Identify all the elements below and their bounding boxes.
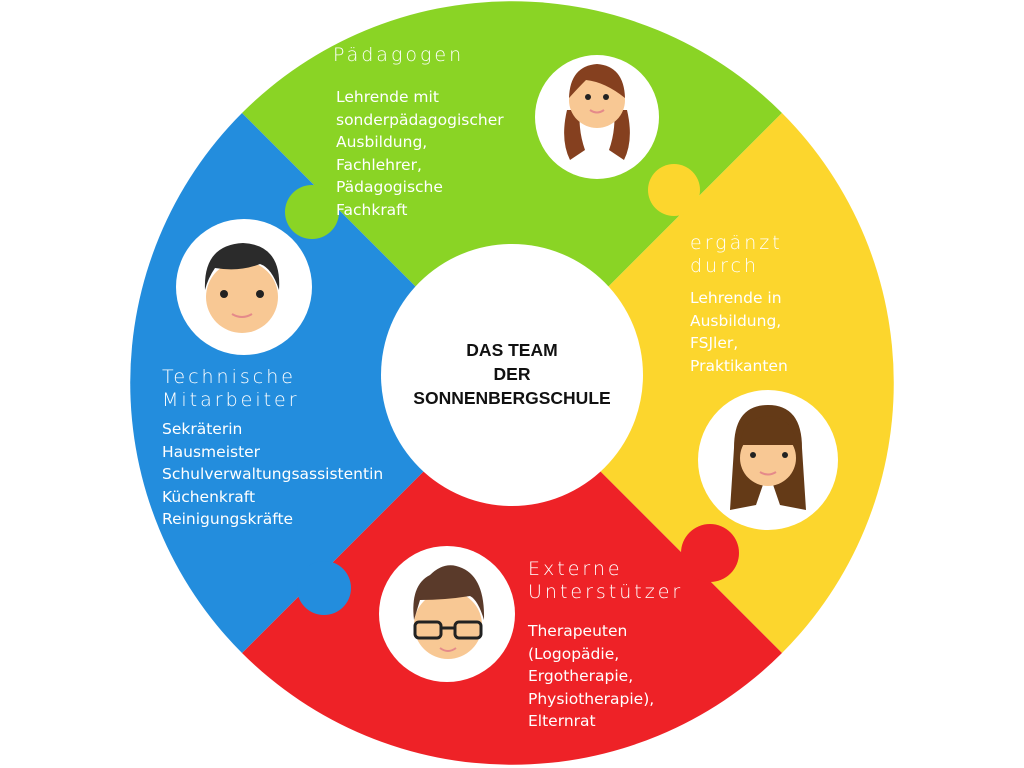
body-line: Fachkraft — [336, 200, 408, 219]
title-line: Externe — [528, 558, 623, 580]
body-line: Lehrende in — [690, 289, 782, 307]
red-segment — [242, 383, 782, 765]
body-line: Fachlehrer, — [336, 155, 422, 174]
blue-knob — [297, 561, 351, 615]
title-line: Mitarbeiter — [162, 389, 300, 411]
green-knob — [285, 185, 339, 239]
body-line: Praktikanten — [690, 356, 788, 375]
body-line: FSJler, — [690, 334, 739, 352]
body-line: Pädagogische — [336, 178, 443, 196]
title-line: Unterstützer — [528, 581, 684, 603]
body-line: Reinigungskräfte — [162, 510, 294, 528]
title-line: ergänzt — [690, 232, 783, 254]
center-title-line: DER — [493, 364, 531, 384]
title-line: durch — [690, 255, 759, 277]
red-knob — [681, 524, 739, 582]
segment-body-ergaenzt: Lehrende in Ausbildung, FSJler, Praktika… — [690, 287, 788, 377]
segment-body-paedagogen: Lehrende mit sonderpädagogischer Ausbild… — [336, 86, 504, 221]
body-line: Physiotherapie), — [528, 689, 655, 708]
body-line: Hausmeister — [162, 442, 261, 461]
center-title-line: SONNENBERGSCHULE — [413, 388, 611, 408]
body-line: Ausbildung, — [690, 311, 782, 330]
body-line: Ausbildung, — [336, 133, 428, 151]
body-line: Schulverwaltungsassistentin — [162, 465, 384, 483]
body-line: Sekräterin — [162, 420, 243, 438]
avatar-boy-glasses — [379, 546, 515, 682]
body-line: Elternrat — [528, 712, 596, 730]
yellow-knob — [648, 164, 700, 216]
center-title-line: DAS TEAM — [466, 340, 558, 360]
avatar-girl-pigtails — [535, 55, 659, 179]
avatar-boy-black-hair — [176, 219, 312, 355]
segment-title-extern: Externe Unterstützer — [528, 558, 683, 604]
title-line: Pädagogen — [333, 44, 465, 66]
segment-title-ergaenzt: ergänzt durch — [690, 232, 783, 278]
body-line: (Logopädie, — [528, 644, 620, 663]
segment-body-extern: Therapeuten (Logopädie, Ergotherapie, Ph… — [528, 620, 654, 733]
segment-title-technik: Technische Mitarbeiter — [162, 366, 300, 412]
segment-title-paedagogen: Pädagogen — [333, 44, 464, 67]
avatar-girl-long-hair — [698, 390, 838, 530]
body-line: Lehrende mit — [336, 88, 439, 106]
body-line: sonderpädagogischer — [336, 110, 504, 129]
body-line: Küchenkraft — [162, 487, 256, 506]
title-line: Technische — [162, 366, 296, 388]
segment-body-technik: Sekräterin Hausmeister Schulverwaltungsa… — [162, 418, 383, 531]
body-line: Therapeuten — [528, 622, 628, 640]
center-title: DAS TEAM DER SONNENBERGSCHULE — [382, 338, 642, 410]
body-line: Ergotherapie, — [528, 667, 634, 685]
center-circle — [381, 244, 643, 506]
